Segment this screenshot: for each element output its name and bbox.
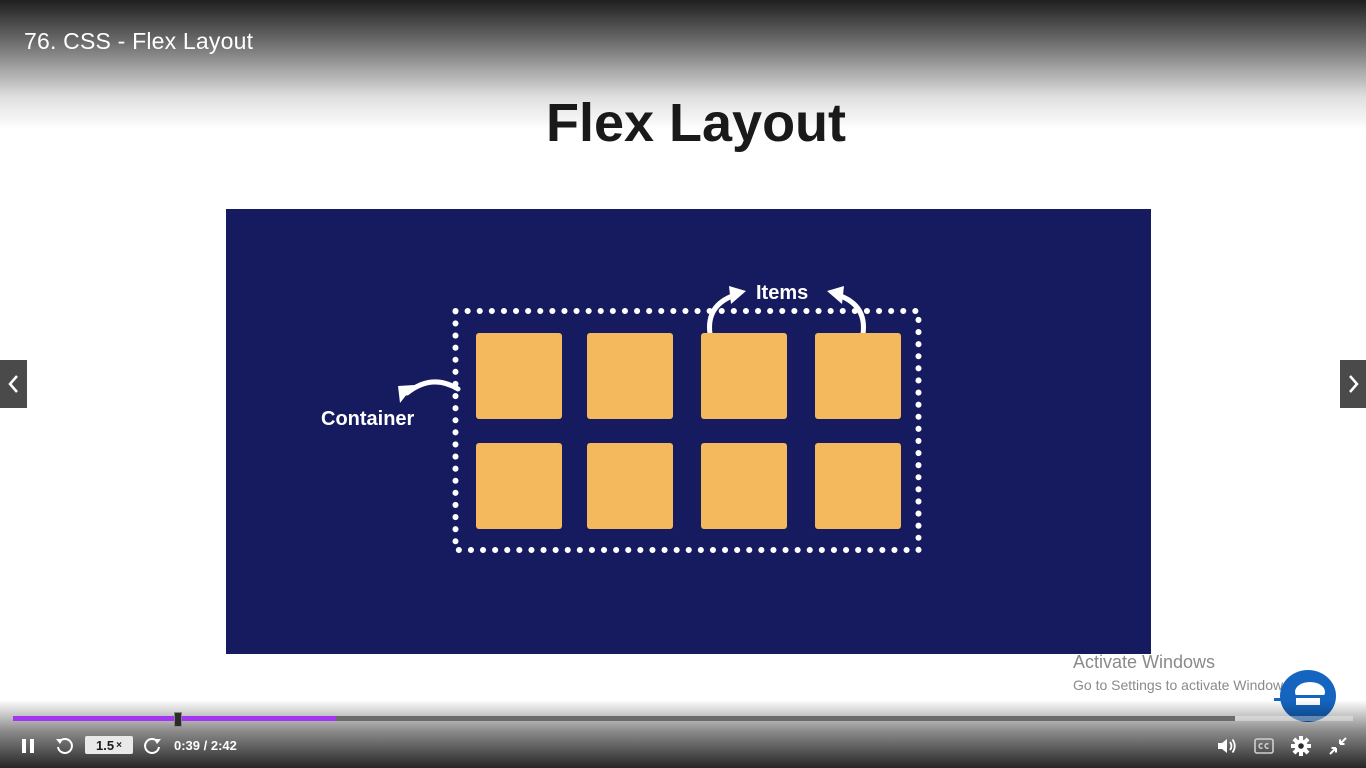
progress-handle[interactable]	[174, 712, 182, 727]
flex-diagram	[226, 209, 1151, 654]
items-arrow-left	[707, 286, 746, 337]
pause-icon	[22, 739, 34, 753]
container-arrow	[398, 379, 461, 403]
exit-fullscreen-icon	[1329, 737, 1347, 755]
flex-item	[815, 333, 901, 419]
top-overlay	[0, 0, 1366, 130]
rewind-button[interactable]	[53, 735, 75, 757]
flex-item	[815, 443, 901, 529]
flex-item	[476, 333, 562, 419]
flex-item	[701, 443, 787, 529]
container-outline	[452, 308, 922, 553]
flex-item	[476, 443, 562, 529]
next-lecture-button[interactable]	[1340, 360, 1366, 408]
container-label: Container	[321, 408, 415, 430]
volume-icon	[1218, 738, 1236, 754]
settings-button[interactable]	[1290, 735, 1312, 757]
forward-icon	[144, 738, 161, 754]
controls-overlay	[0, 700, 1366, 768]
speed-value: 1.5	[96, 737, 115, 753]
rewind-icon	[56, 738, 73, 754]
windows-activation-watermark: Activate Windows Go to Settings to activ…	[1073, 652, 1294, 693]
progress-buffer	[1235, 716, 1353, 721]
playback-speed-button[interactable]: 1.5×	[85, 736, 133, 754]
pause-button[interactable]	[18, 736, 38, 756]
captions-button[interactable]	[1253, 736, 1275, 756]
flex-item	[587, 333, 673, 419]
activation-subtitle: Go to Settings to activate Windows.	[1073, 677, 1294, 693]
volume-button[interactable]	[1216, 735, 1238, 757]
settings-icon	[1291, 736, 1311, 756]
prev-lecture-button[interactable]	[0, 360, 27, 408]
player-controls: 1.5× 0:39 / 2:42	[0, 730, 1366, 762]
time-display: 0:39 / 2:42	[174, 738, 237, 753]
chevron-left-icon	[7, 375, 18, 393]
progress-bar[interactable]	[13, 712, 1235, 727]
speed-suffix: ×	[116, 739, 122, 751]
video-title: 76. CSS - Flex Layout	[24, 28, 254, 54]
chevron-right-icon	[1349, 375, 1359, 393]
captions-icon	[1254, 738, 1274, 754]
flex-item	[701, 333, 787, 419]
forward-button[interactable]	[142, 735, 164, 757]
flex-item	[587, 443, 673, 529]
items-label: Items	[756, 282, 809, 304]
activation-title: Activate Windows	[1073, 652, 1216, 672]
items-arrow-right	[827, 286, 866, 337]
diagram-graphics	[398, 286, 922, 553]
exit-fullscreen-button[interactable]	[1327, 735, 1349, 757]
